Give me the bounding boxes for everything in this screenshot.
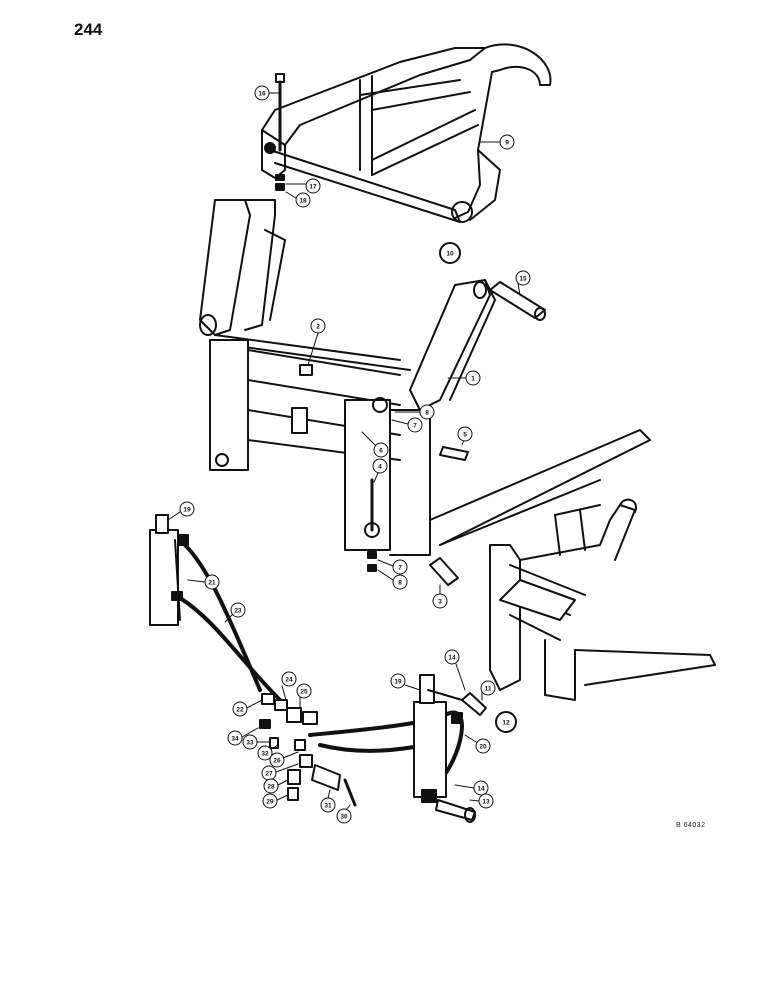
callout-label: 5: [463, 432, 467, 439]
page-number: 244: [74, 20, 103, 39]
callout-label: 34: [231, 736, 239, 743]
callout-label: 7: [398, 565, 402, 572]
callouts: 16 9 17 18 10 15 2 1 8 7: [167, 85, 531, 824]
callout-label: 9: [505, 140, 509, 147]
callout-label: 7: [413, 423, 417, 430]
callout-label: 14: [448, 655, 456, 662]
pin-5: [439, 446, 469, 461]
callout: [254, 85, 270, 101]
callout-label: 18: [299, 198, 307, 205]
callout-label: 2: [316, 324, 320, 331]
callout-label: 26: [273, 758, 281, 765]
callout-label: 23: [234, 608, 242, 615]
callout-label: 13: [482, 799, 490, 806]
callout-label: 32: [261, 751, 269, 758]
callout-label: 21: [208, 580, 216, 587]
callout-label: 11: [485, 686, 492, 693]
pin-15: [489, 281, 546, 321]
callout-label: 31: [324, 803, 332, 810]
callout-label: 8: [425, 410, 429, 417]
callout-label: 30: [340, 814, 348, 821]
callout-label: 29: [266, 799, 274, 806]
callout-label: 4: [378, 464, 382, 471]
callout-label: 6: [379, 448, 383, 455]
bolt-4: [367, 478, 377, 572]
callout-label: 8: [398, 580, 402, 587]
pin-13: [464, 807, 476, 823]
callout-label: 12: [502, 720, 510, 727]
cylinder-right: [413, 674, 476, 821]
callout-label: 24: [285, 677, 293, 684]
callout-label: 20: [479, 744, 487, 751]
fittings-cluster: [259, 693, 357, 807]
callout-label: 27: [265, 771, 273, 778]
pin-11: [461, 692, 487, 716]
callout-label: 15: [519, 276, 527, 283]
callout-label: 19: [394, 679, 402, 686]
callout-label: 28: [267, 784, 275, 791]
callout-label: 3: [438, 599, 442, 606]
grapple-arm: [261, 43, 552, 223]
callout-label: 25: [300, 689, 308, 696]
figure-code: B 64032: [676, 822, 706, 829]
assembly-inset: [489, 498, 716, 701]
callout-label: 16: [258, 91, 266, 98]
callout-label: 10: [446, 251, 454, 258]
bolt-top: [275, 73, 285, 191]
callout-label: 22: [236, 707, 244, 714]
pin-3: [429, 557, 459, 586]
callout-label: 1: [471, 376, 475, 383]
cylinder-left: [149, 514, 189, 626]
main-frame: [199, 199, 651, 556]
callout-label: 14: [477, 786, 485, 793]
callout-label: 33: [246, 740, 254, 747]
callout-label: 17: [309, 184, 317, 191]
callout-label: 19: [183, 507, 191, 514]
